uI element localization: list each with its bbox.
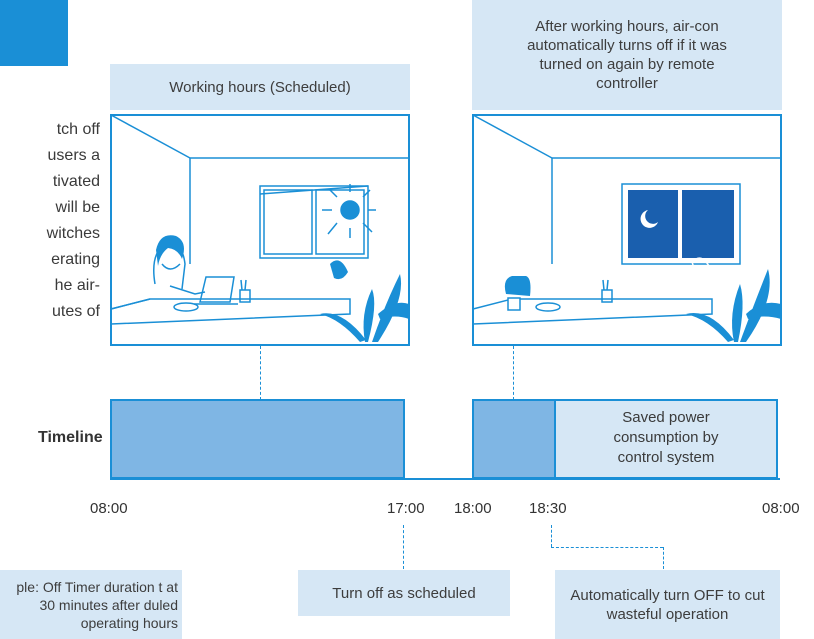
scene-right-label: After working hours, air-con automatical… bbox=[472, 0, 782, 110]
chair-icon bbox=[504, 276, 531, 296]
body-text-line: he air- bbox=[54, 277, 100, 294]
body-text-line: erating bbox=[51, 251, 100, 268]
accent-square bbox=[0, 0, 68, 66]
example-note: ple: Off Timer duration t at 30 minutes … bbox=[0, 570, 182, 639]
scene-left-label: Working hours (Scheduled) bbox=[110, 64, 410, 110]
plant-icon bbox=[686, 269, 781, 342]
timeline-axis bbox=[110, 478, 780, 480]
connector-1830-a bbox=[551, 525, 552, 547]
time-label: 08:00 bbox=[90, 500, 128, 517]
body-text-line: users a bbox=[47, 147, 100, 164]
body-text-line: tivated bbox=[52, 173, 100, 190]
timeline-bar-after-hours bbox=[472, 399, 554, 479]
connector-right bbox=[513, 346, 514, 400]
person-hair bbox=[156, 235, 184, 266]
saved-power-label: Saved power consumption by control syste… bbox=[613, 409, 719, 466]
time-label: 08:00 bbox=[762, 500, 800, 517]
body-text: tch off users a tivated will be witches … bbox=[40, 117, 100, 325]
plant-icon bbox=[320, 260, 409, 342]
body-text-line: utes of bbox=[51, 303, 100, 320]
timeline-bar-working bbox=[110, 399, 405, 479]
auto-off-note: Automatically turn OFF to cut wasteful o… bbox=[555, 570, 780, 639]
scene-daytime-office bbox=[110, 114, 410, 346]
body-text-line: witches bbox=[46, 225, 100, 242]
scene-night-office bbox=[472, 114, 782, 346]
connector-1700 bbox=[403, 525, 404, 569]
body-text-line: will be bbox=[55, 199, 100, 216]
time-label: 17:00 bbox=[387, 500, 425, 517]
body-text-line: tch off bbox=[56, 121, 100, 138]
turn-off-note: Turn off as scheduled bbox=[298, 570, 510, 616]
connector-left bbox=[260, 346, 261, 400]
cup-icon bbox=[507, 297, 521, 311]
connector-1830-c bbox=[663, 547, 664, 569]
moon-icon bbox=[640, 210, 658, 228]
sun-icon bbox=[322, 184, 376, 238]
timeline-label: Timeline bbox=[38, 429, 103, 446]
time-label: 18:00 bbox=[454, 500, 492, 517]
time-label: 18:30 bbox=[529, 500, 567, 517]
connector-1830-b bbox=[551, 547, 663, 548]
